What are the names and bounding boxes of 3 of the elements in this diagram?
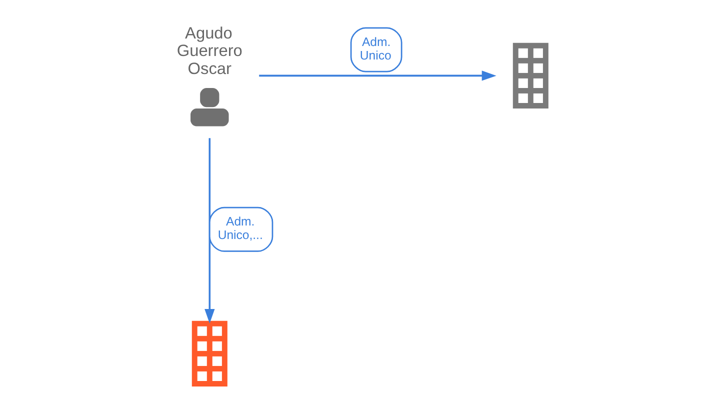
edge-label: Adm. Unico,... — [218, 214, 263, 242]
node-label: Agudo Guerrero Oscar — [176, 24, 242, 78]
edge-label: Adm. Unico — [360, 34, 392, 63]
